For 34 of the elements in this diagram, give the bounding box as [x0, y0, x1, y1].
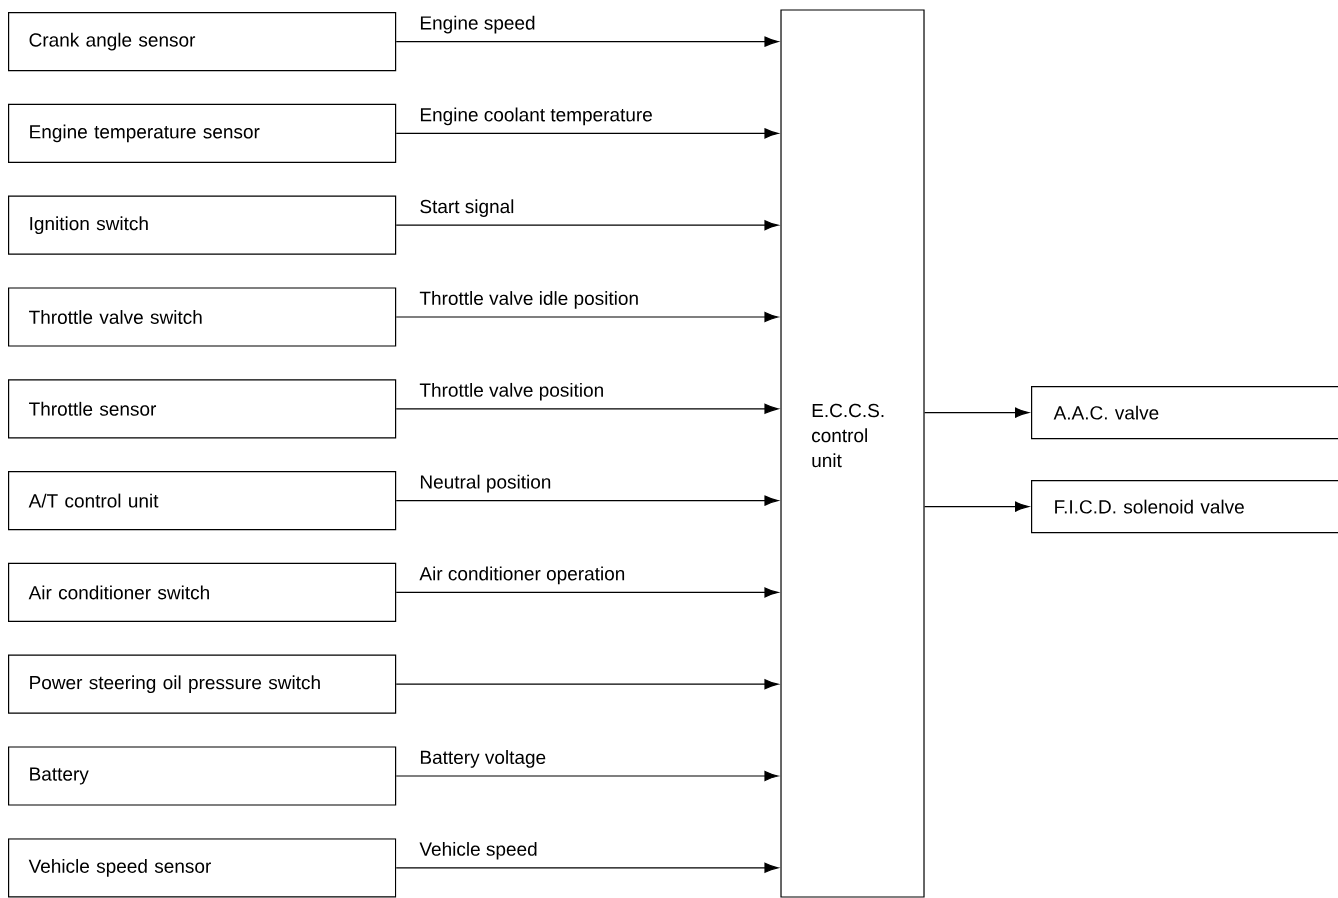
input-box: Ignition switch — [8, 195, 397, 255]
arrow — [395, 311, 779, 323]
input-box: Crank angle sensor — [8, 12, 397, 72]
arrow — [395, 679, 779, 690]
edge-label: Throttle valve position — [418, 381, 606, 402]
arrow — [395, 495, 779, 506]
input-box: Throttle sensor — [8, 379, 397, 439]
edge-label: Air conditioner operation — [418, 565, 627, 586]
output-box: A.A.C. valve — [1031, 386, 1338, 440]
arrow — [395, 403, 779, 414]
input-box: Power steering oil pressure switch — [8, 654, 397, 714]
edge-label: Neutral position — [418, 473, 553, 494]
edge-label: Vehicle speed — [418, 840, 539, 861]
edge-label: Engine coolant temperature — [418, 106, 654, 127]
arrow — [395, 587, 779, 598]
edge-label: Battery voltage — [418, 749, 548, 769]
edge-label: Start signal — [418, 198, 516, 218]
input-box: Air conditioner switch — [8, 562, 397, 622]
input-box: A/T control unit — [8, 471, 397, 531]
control-unit-box: E.C.C.S. control unit — [780, 9, 925, 898]
arrow — [395, 36, 779, 47]
input-box: Throttle valve switch — [8, 287, 397, 347]
edge-label: Engine speed — [418, 14, 537, 35]
input-box: Battery — [8, 746, 397, 806]
arrow — [924, 501, 1029, 512]
arrow — [395, 220, 779, 231]
input-box: Engine temperature sensor — [8, 103, 397, 163]
arrow — [395, 862, 779, 873]
arrow — [924, 407, 1029, 418]
output-box: F.I.C.D. solenoid valve — [1031, 480, 1338, 534]
arrow — [395, 128, 779, 139]
arrow — [395, 770, 779, 782]
edge-label: Throttle valve idle position — [418, 290, 641, 310]
input-box: Vehicle speed sensor — [8, 838, 397, 898]
